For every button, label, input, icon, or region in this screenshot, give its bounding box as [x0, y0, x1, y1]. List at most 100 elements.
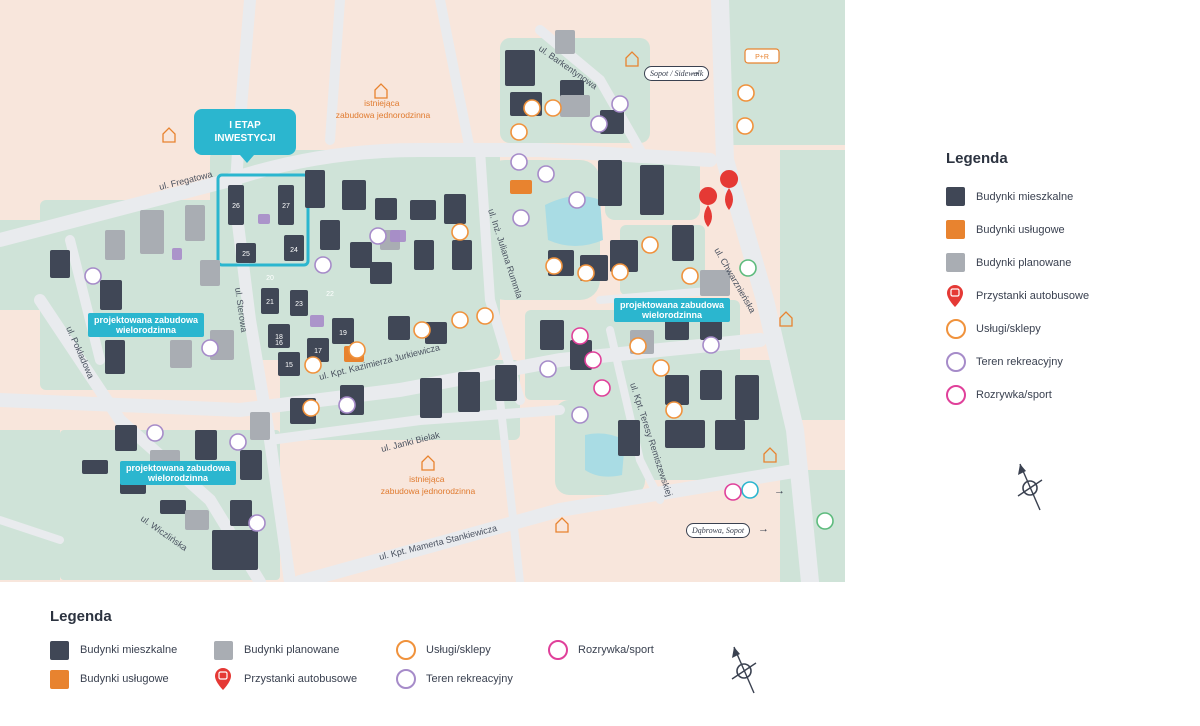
legend-label-bus_stop: Przystanki autobusowe: [244, 673, 358, 685]
recreation-marker: [611, 95, 629, 113]
direction-sign-north: Sopot / Sidewalk: [644, 66, 710, 81]
recreation-markers: [84, 95, 834, 532]
shop-marker: [545, 257, 563, 275]
shops-circle-icon: [946, 318, 966, 339]
house-icon: [162, 127, 176, 143]
sport-marker: [593, 379, 611, 397]
shops-circle-icon: [396, 640, 416, 660]
legend-item-sport: Rozrywka/sport: [946, 378, 1146, 411]
house-icon: [555, 517, 569, 533]
legend-label-residential: Budynki mieszkalne: [976, 190, 1074, 203]
recreation-marker: [146, 424, 164, 442]
shop-marker: [451, 223, 469, 241]
house-icon: [421, 455, 435, 471]
shops-markers: [302, 84, 755, 419]
sport-circle-icon: [548, 640, 568, 660]
legend-item-shops: Usługi/sklepy: [396, 638, 491, 662]
shop-marker: [681, 267, 699, 285]
recreation-marker: [314, 256, 332, 274]
etap-outline: [216, 173, 310, 267]
building-number: 21: [266, 299, 274, 306]
legend-item-sport: Rozrywka/sport: [548, 638, 654, 662]
legend-label-sport: Rozrywka/sport: [976, 388, 1052, 401]
direction-sign-south: Dąbrowa, Sopot: [686, 523, 751, 538]
service-swatch: [946, 220, 965, 239]
legend-item-residential: Budynki mieszkalne: [50, 638, 177, 662]
recreation-marker: [248, 514, 266, 532]
planned-swatch: [946, 253, 965, 272]
shop-marker: [304, 356, 322, 374]
recreation-marker: [741, 481, 759, 499]
arrow-right-icon: →: [690, 66, 701, 78]
legend-label-bus_stop: Przystanki autobusowe: [976, 289, 1090, 302]
recreation-marker: [84, 267, 102, 285]
building-number: 23: [295, 301, 303, 308]
area-note-south: istniejąca zabudowa jednorodzinna: [381, 474, 476, 496]
recreation-patches: [172, 214, 406, 327]
building-number: 16: [275, 340, 283, 347]
legend-item-shops: Usługi/sklepy: [946, 312, 1146, 345]
shop-marker: [544, 99, 562, 117]
house-icon: [763, 447, 777, 463]
recreation-marker: [568, 191, 586, 209]
house-icon: [779, 311, 793, 327]
legend-label-planned: Budynki planowane: [244, 644, 340, 656]
building-number: 19: [339, 330, 347, 337]
legend-title: Legenda: [50, 608, 112, 625]
legend-item-planned: Budynki planowane: [214, 638, 339, 662]
legend-item-recreation: Teren rekreacyjny: [396, 667, 513, 691]
recreation-marker: [739, 259, 757, 277]
residential-buildings: [50, 50, 759, 570]
recreation-marker: [590, 115, 608, 133]
recreation-marker: [510, 153, 528, 171]
shop-marker: [523, 99, 541, 117]
map-canvas: 26 27 25 24 23 22 21 20 19 18 17 16 15 u…: [0, 0, 845, 582]
service-swatch: [50, 669, 69, 689]
recreation-marker: [201, 339, 219, 357]
building-number: 24: [290, 247, 298, 254]
building-number: 20: [266, 275, 274, 282]
bus-stop-pin-icon: [215, 668, 231, 690]
residential-swatch: [50, 640, 69, 660]
legend-label-planned: Budynki planowane: [976, 256, 1072, 269]
house-icon: [625, 51, 639, 67]
sport-marker: [571, 327, 589, 345]
shop-marker: [611, 263, 629, 281]
compass-icon: [731, 646, 757, 694]
bus-stop-pin: [699, 187, 718, 227]
legend-label-sport: Rozrywka/sport: [578, 644, 654, 656]
arrow-right-icon: →: [758, 523, 769, 535]
legend-label-recreation: Teren rekreacyjny: [426, 673, 513, 685]
legend-label-shops: Usługi/sklepy: [976, 322, 1041, 335]
legend-item-service: Budynki usługowe: [946, 213, 1146, 246]
building-number: 27: [282, 203, 290, 210]
projected-development-label-east: projektowana zabudowa wielorodzinna: [614, 298, 731, 322]
legend-label-residential: Budynki mieszkalne: [80, 644, 178, 656]
parking-sign: P+R: [744, 48, 780, 64]
area-note-north: istniejąca zabudowa jednorodzinna: [336, 98, 431, 120]
projected-development-label-south: projektowana zabudowa wielorodzinna: [120, 461, 237, 485]
building-number: 15: [285, 362, 293, 369]
building-numbers: 26 27 25 24 23 22 21 20 19 18 17 16 15: [232, 203, 347, 369]
sport-circle-icon: [946, 384, 966, 405]
legend-item-residential: Budynki mieszkalne: [946, 180, 1146, 213]
etap-inwestycji-label: I ETAP INWESTYCJI: [194, 109, 296, 163]
legend-label-service: Budynki usługowe: [80, 673, 169, 685]
shop-marker: [665, 401, 683, 419]
recreation-marker: [702, 336, 720, 354]
pond-south: [585, 433, 625, 477]
shop-marker: [736, 117, 754, 135]
site-map: 26 27 25 24 23 22 21 20 19 18 17 16 15 u…: [0, 0, 845, 582]
house-icon: [374, 83, 388, 99]
sport-marker: [584, 351, 602, 369]
bus-stop-pin: [720, 170, 739, 210]
projected-development-label-west: projektowana zabudowa wielorodzinna: [88, 313, 205, 337]
shop-marker: [510, 123, 528, 141]
residential-swatch: [946, 187, 965, 206]
building-number: 25: [242, 251, 250, 258]
legend-title: Legenda: [946, 150, 1008, 167]
recreation-marker: [571, 406, 589, 424]
pond: [545, 196, 603, 246]
